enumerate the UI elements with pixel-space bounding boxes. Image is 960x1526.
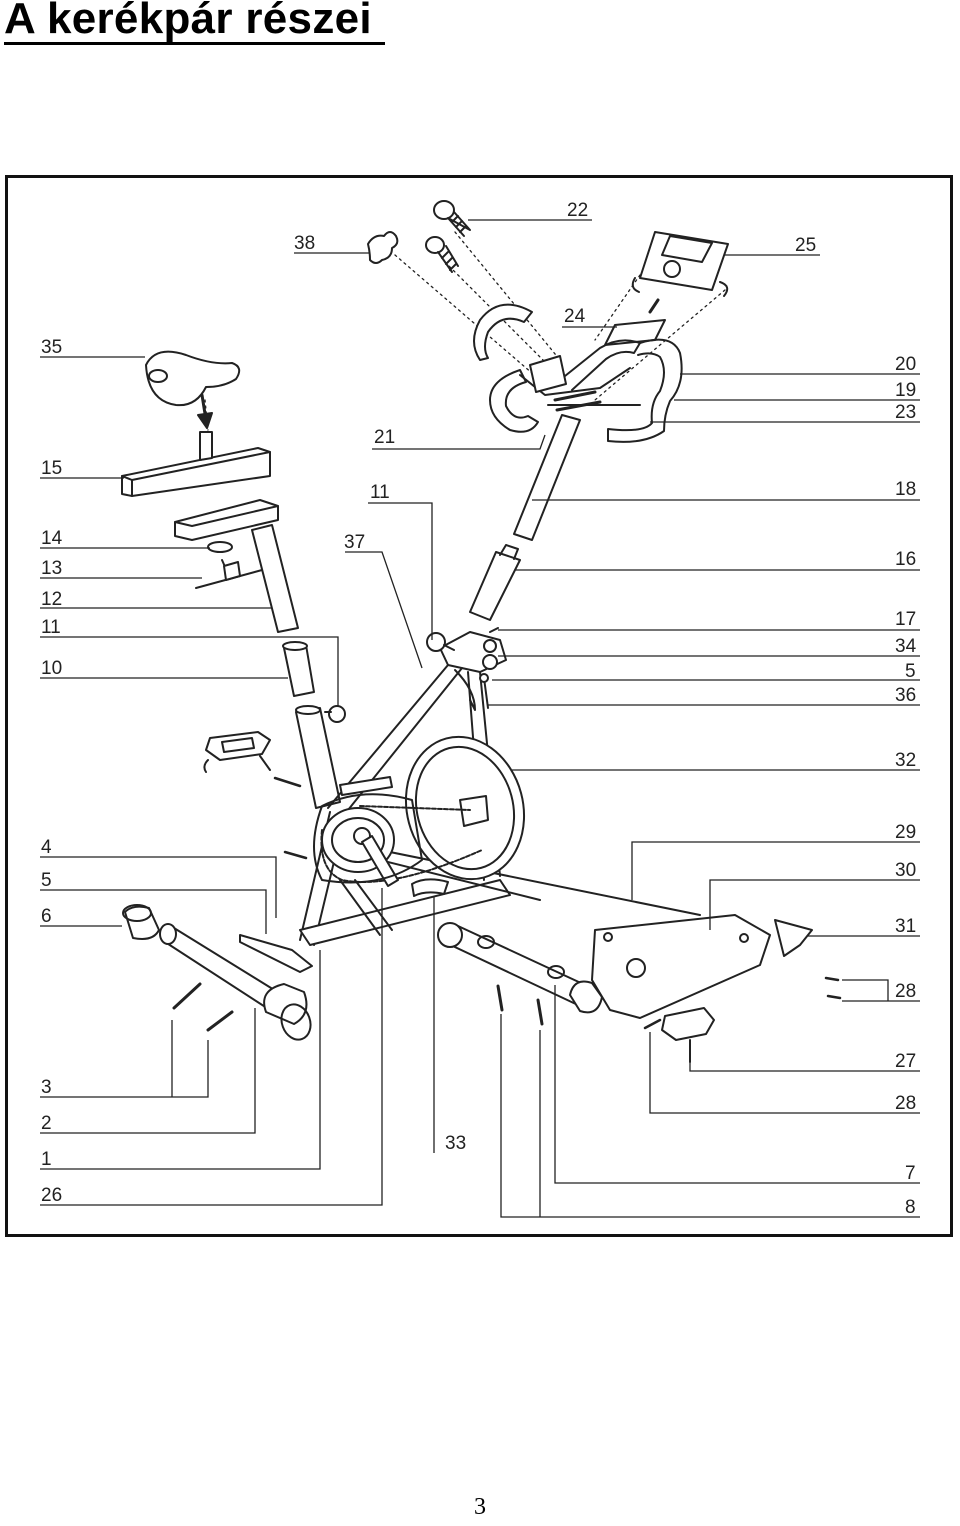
- knob-38: [367, 231, 399, 264]
- page-number: 3: [474, 1494, 486, 1520]
- bike-drawing: [121, 200, 842, 1063]
- seat-tube: [295, 707, 341, 809]
- label-4: 4: [41, 837, 52, 858]
- left-pedal: [203, 731, 271, 773]
- label-19: 19: [895, 380, 916, 401]
- leader-lines: [40, 219, 920, 1218]
- insert-10: [283, 644, 315, 697]
- label-1: 1: [41, 1149, 52, 1170]
- label-5-left: 5: [41, 870, 52, 891]
- seat-post: [174, 499, 299, 633]
- label-24: 24: [564, 306, 586, 327]
- stem-tube: [469, 551, 521, 621]
- label-35: 35: [41, 337, 62, 358]
- side-cover: [591, 914, 771, 1019]
- label-20: 20: [895, 354, 916, 375]
- label-21: 21: [374, 427, 395, 448]
- crank-arm: [361, 835, 399, 887]
- part-labels: 22 38 25 24 35 20 19 23 21 15 11 18 14 3…: [41, 200, 917, 1218]
- label-7: 7: [905, 1163, 916, 1184]
- label-3: 3: [41, 1077, 52, 1098]
- washer-14: [207, 541, 233, 553]
- label-36: 36: [895, 685, 916, 706]
- label-22: 22: [567, 200, 588, 221]
- label-30: 30: [895, 860, 916, 881]
- label-29: 29: [895, 822, 916, 843]
- label-6: 6: [41, 906, 52, 927]
- label-16: 16: [895, 549, 916, 570]
- handlebar: [489, 338, 683, 443]
- label-12: 12: [41, 589, 62, 610]
- label-5-right: 5: [905, 661, 916, 682]
- handlebar-stem: [513, 414, 581, 541]
- label-34: 34: [895, 636, 917, 657]
- label-2: 2: [41, 1113, 52, 1134]
- label-38: 38: [294, 233, 315, 254]
- bolt-22: [433, 200, 471, 237]
- seat-slider-15: [121, 431, 271, 497]
- label-33: 33: [445, 1133, 466, 1154]
- label-18: 18: [895, 479, 916, 500]
- right-pedal: [661, 1007, 715, 1063]
- label-8: 8: [905, 1197, 916, 1218]
- title-underline: [4, 42, 385, 45]
- clamp-c: [473, 303, 533, 361]
- rear-stabilizer: [437, 922, 603, 1014]
- label-32: 32: [895, 750, 916, 771]
- saddle-35: [145, 350, 241, 407]
- label-25: 25: [795, 235, 816, 256]
- label-10: 10: [41, 658, 62, 679]
- chain-guard: [313, 793, 423, 884]
- label-28-lower: 28: [895, 1093, 916, 1114]
- label-27: 27: [895, 1051, 916, 1072]
- front-stabilizer: [122, 904, 313, 1041]
- label-26: 26: [41, 1185, 62, 1206]
- cap-31: [774, 919, 813, 957]
- label-11-top: 11: [370, 482, 390, 503]
- label-31: 31: [895, 916, 916, 937]
- label-11-left: 11: [41, 617, 61, 638]
- label-14: 14: [41, 528, 63, 549]
- label-28-upper: 28: [895, 981, 916, 1002]
- diagram-frame: [5, 175, 953, 1237]
- label-17: 17: [895, 609, 916, 630]
- base-33: [411, 878, 449, 897]
- flywheel-32: [404, 735, 526, 881]
- page-title: A kerékpár részei: [4, 0, 372, 43]
- console-25: [631, 231, 729, 314]
- label-23: 23: [895, 402, 916, 423]
- label-13: 13: [41, 558, 62, 579]
- label-15: 15: [41, 458, 62, 479]
- bolt-38-lower: [425, 236, 459, 273]
- label-37: 37: [344, 532, 365, 553]
